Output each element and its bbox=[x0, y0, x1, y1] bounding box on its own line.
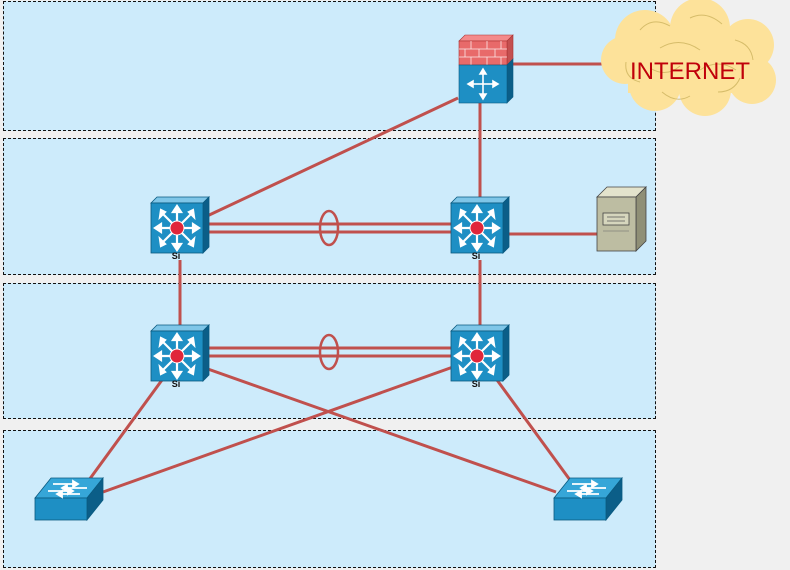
access-switch-right[interactable] bbox=[553, 477, 623, 521]
layer3-switch-icon bbox=[449, 323, 511, 383]
distribution-switch-right[interactable]: Si bbox=[449, 323, 511, 389]
zone-access bbox=[3, 430, 656, 568]
server-icon bbox=[596, 186, 647, 252]
server[interactable] bbox=[596, 186, 647, 252]
link-dist-right-access-right bbox=[495, 379, 572, 481]
zone-core bbox=[3, 138, 656, 275]
internet-cloud: INTERNET bbox=[601, 0, 776, 116]
link-dist-left-access-right bbox=[204, 366, 557, 494]
firewall-router[interactable] bbox=[458, 34, 514, 104]
link-firewall-core-left bbox=[204, 96, 459, 219]
distribution-switch-left[interactable]: Si bbox=[149, 323, 211, 389]
layer3-switch-icon bbox=[449, 195, 511, 255]
network-links bbox=[87, 62, 602, 494]
link-dist-left-access-left bbox=[87, 379, 164, 481]
workgroup-switch-icon bbox=[34, 477, 104, 521]
core-etherchannel-ring bbox=[318, 209, 340, 247]
internet-label: INTERNET bbox=[630, 58, 750, 85]
distribution-etherchannel-ring bbox=[318, 333, 340, 371]
core-switch-left[interactable]: Si bbox=[149, 195, 211, 261]
si-label: Si bbox=[472, 251, 481, 261]
link-dist-right-access-left bbox=[102, 365, 454, 494]
zone-edge bbox=[3, 1, 656, 131]
layer3-switch-icon bbox=[149, 323, 211, 383]
access-switch-left[interactable] bbox=[34, 477, 104, 521]
si-label: Si bbox=[172, 251, 181, 261]
layer3-switch-icon bbox=[149, 195, 211, 255]
core-switch-right[interactable]: Si bbox=[449, 195, 511, 261]
firewall-router-icon bbox=[458, 34, 514, 104]
zone-distribution bbox=[3, 283, 656, 419]
workgroup-switch-icon bbox=[553, 477, 623, 521]
si-label: Si bbox=[472, 379, 481, 389]
si-label: Si bbox=[172, 379, 181, 389]
